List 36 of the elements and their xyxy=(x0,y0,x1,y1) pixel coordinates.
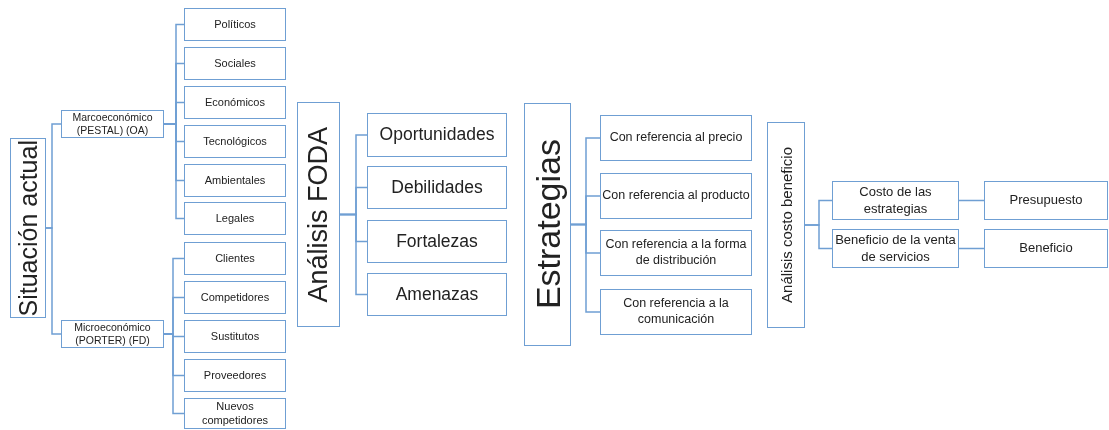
connector-line xyxy=(958,247,985,250)
text-box: Microeconómico (PORTER) (FD) xyxy=(61,320,164,348)
text-box: Con referencia a la comunicación xyxy=(600,289,752,335)
vertical-title-box: Situación actual xyxy=(10,138,46,318)
text-box: Clientes xyxy=(184,242,286,275)
text-box: Oportunidades xyxy=(367,113,507,157)
text-box: Con referencia a la forma de distribución xyxy=(600,230,752,276)
text-box: Debilidades xyxy=(367,166,507,209)
text-box: Competidores xyxy=(184,281,286,314)
text-box: Legales xyxy=(184,202,286,235)
text-box: Beneficio xyxy=(984,229,1108,268)
connector-line xyxy=(804,224,833,250)
text-box: Beneficio de la venta de servicios xyxy=(832,229,959,268)
vertical-title-box: Estrategias xyxy=(524,103,571,346)
text-box: Fortalezas xyxy=(367,220,507,263)
text-box: Ambientales xyxy=(184,164,286,197)
vertical-title-box: Análisis FODA xyxy=(297,102,340,327)
connector-line xyxy=(958,199,985,202)
text-box: Amenazas xyxy=(367,273,507,316)
vertical-title-box: Análisis costo beneficio xyxy=(767,122,805,328)
text-box: Económicos xyxy=(184,86,286,119)
text-box: Con referencia al precio xyxy=(600,115,752,161)
text-box: Costo de las estrategias xyxy=(832,181,959,220)
text-box: Marcoeconómico (PESTAL) (OA) xyxy=(61,110,164,138)
connector-line xyxy=(163,123,185,220)
connector-line xyxy=(339,213,368,296)
text-box: Políticos xyxy=(184,8,286,41)
text-box: Con referencia al producto xyxy=(600,173,752,219)
connector-line xyxy=(570,223,601,313)
text-box: Tecnológicos xyxy=(184,125,286,158)
text-box: Presupuesto xyxy=(984,181,1108,220)
text-box: Sustitutos xyxy=(184,320,286,353)
text-box: Nuevos competidores xyxy=(184,398,286,429)
text-box: Proveedores xyxy=(184,359,286,392)
text-box: Sociales xyxy=(184,47,286,80)
connector-line xyxy=(45,227,62,335)
